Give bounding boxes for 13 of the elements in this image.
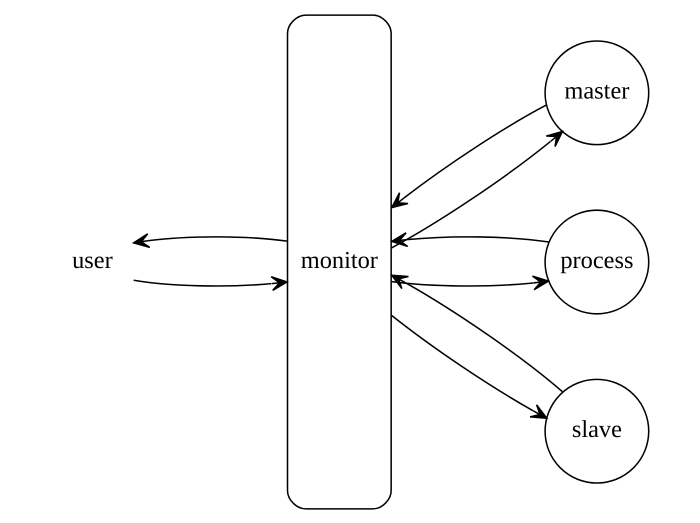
arrow (134, 276, 288, 291)
node-circle: master (544, 40, 650, 145)
node-circle: slave (544, 378, 650, 484)
arrow (390, 104, 547, 208)
arrow (132, 232, 288, 248)
node-circle: process (544, 208, 650, 314)
node-box: monitor (286, 14, 392, 510)
arrow (390, 274, 563, 392)
arrow (392, 274, 550, 290)
node-text: user (72, 246, 113, 274)
arrow (390, 232, 549, 247)
arrow (391, 130, 564, 248)
arrow (391, 314, 548, 418)
